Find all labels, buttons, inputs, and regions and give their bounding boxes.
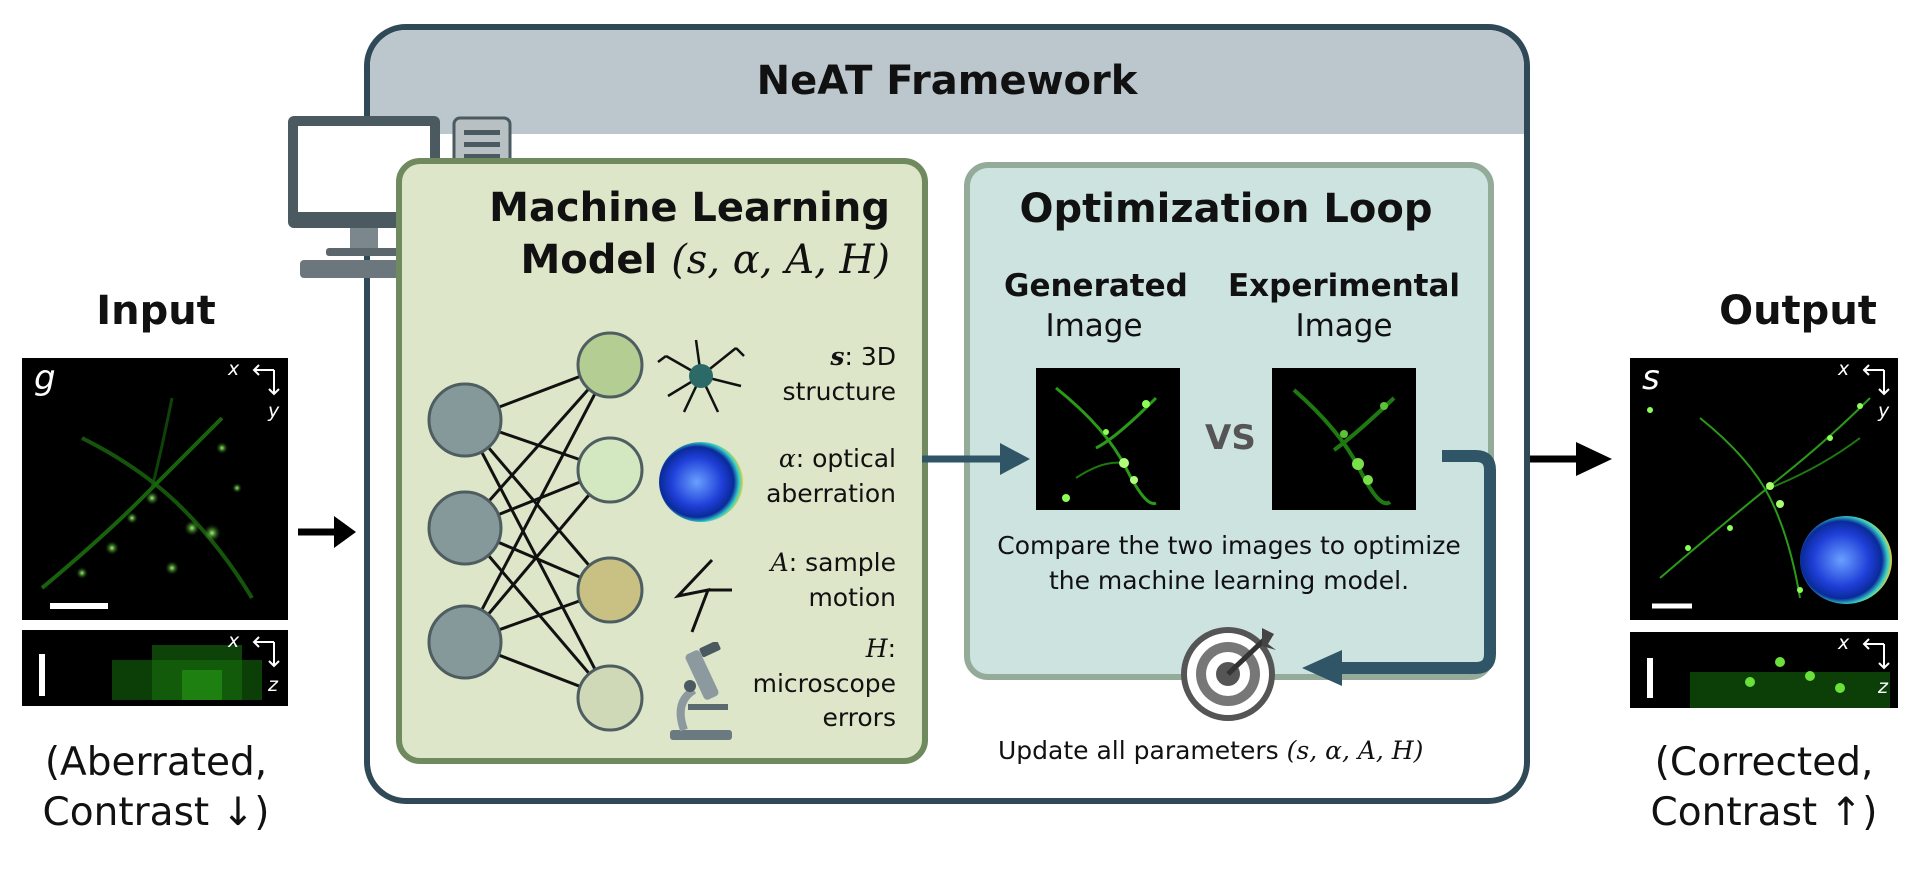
neuron-icon (657, 339, 745, 413)
update-parameters-label: Update all parameters (s, α, A, H) (998, 736, 1423, 765)
neural-network-diagram (427, 331, 644, 732)
nn-input-node-3 (427, 604, 503, 680)
optimization-title: Optimization Loop (1019, 186, 1433, 232)
param-alpha-label: α: optical aberration (730, 442, 896, 511)
experimental-image (1272, 368, 1416, 510)
optimization-description: Compare the two images to optimize the m… (964, 528, 1494, 598)
generated-neuron-image (1055, 386, 1158, 506)
param-h-line3: errors (822, 703, 896, 732)
output-aberration-sphere (1800, 516, 1892, 604)
output-caption: (Corrected, Contrast ↑) (1614, 738, 1914, 838)
param-s-label: s: 3D structure (730, 340, 896, 409)
input-panel-letter: g (34, 358, 56, 398)
param-h-line2: microscope (752, 668, 896, 698)
param-a-line1: : sample (788, 548, 896, 577)
experimental-bold: Experimental (1227, 268, 1461, 304)
nn-output-node-s (576, 331, 644, 399)
generated-bold: Generated (1004, 268, 1188, 304)
target-icon (1181, 627, 1276, 721)
param-s-line1: : 3D (844, 342, 896, 371)
input-caption-line2: Contrast ↓) (42, 789, 270, 835)
nn-input-node-2 (427, 490, 503, 566)
param-alpha-symbol: α (778, 444, 796, 473)
generated-image-label: Generated Image (1004, 266, 1188, 347)
input-xz-image: x z (22, 630, 288, 706)
output-xy-image: s x y (1630, 358, 1898, 620)
experimental-image-label: Experimental Image (1222, 266, 1466, 347)
vs-label: VS (1205, 418, 1256, 458)
nn-output-node-h (576, 664, 644, 732)
param-a-symbol: A (770, 548, 789, 577)
input-title: Input (96, 288, 216, 334)
ml-title-line2: Model (s, α, A, H) (480, 234, 891, 286)
output-arrow-head (1576, 442, 1612, 476)
nn-output-node-a (576, 556, 644, 624)
ml-model-title: Machine Learning Model (s, α, A, H) (480, 182, 890, 286)
input-xz-blur-image (39, 636, 280, 700)
output-xz-image-content (1647, 638, 1890, 708)
input-axis-x-top: x (228, 358, 240, 380)
ml-title-model-text: Model (520, 237, 672, 283)
output-caption-line2: Contrast ↑) (1650, 789, 1878, 835)
param-s-line2: structure (782, 376, 896, 406)
ml-title-line1: Machine Learning (489, 185, 890, 231)
experimental-neuron-image (1292, 388, 1396, 506)
ml-title-params-math: (s, α, A, H) (671, 237, 890, 283)
param-h-label: H: microscope errors (730, 632, 896, 736)
output-title: Output (1719, 288, 1877, 334)
opt-desc-line2: the machine learning model. (1048, 566, 1410, 595)
param-alpha-line2: aberration (766, 478, 896, 508)
param-a-label: A: sample motion (730, 546, 896, 615)
framework-title: NeAT Framework (756, 58, 1138, 104)
output-caption-line1: (Corrected, (1654, 740, 1874, 785)
output-axis-z-bottom: z (1878, 676, 1888, 698)
input-axis-z-bottom: z (268, 674, 278, 696)
update-math: (s, α, A, H) (1286, 736, 1424, 765)
input-neuron-filament-image (40, 364, 280, 609)
input-xy-image: g x y (22, 358, 288, 620)
output-panel-letter: s (1642, 358, 1660, 398)
param-h-symbol: H (865, 634, 888, 663)
microscope-icon (670, 642, 732, 740)
opt-desc-line1: Compare the two images to optimize (997, 531, 1461, 560)
framework-header (370, 30, 1524, 134)
param-a-line2: motion (808, 582, 896, 612)
input-arrow-head (334, 516, 356, 548)
output-axis-y-top: y (1878, 400, 1890, 422)
input-caption-line1: (Aberrated, (44, 740, 268, 785)
generated-image (1036, 368, 1180, 510)
output-xz-image: x z (1630, 632, 1898, 708)
param-h-line1: : (887, 634, 896, 663)
experimental-sub: Image (1295, 308, 1393, 345)
nn-input-node-1 (427, 382, 503, 458)
output-axis-x-bottom: x (1838, 632, 1850, 654)
param-s-symbol: s (830, 342, 845, 371)
generated-sub: Image (1045, 308, 1143, 345)
nn-output-node-alpha (576, 436, 644, 504)
input-axis-x-bottom: x (228, 630, 240, 652)
aberration-sphere-icon (659, 442, 743, 522)
output-neuron-filament-image (1647, 364, 1892, 609)
output-axis-x-top: x (1838, 358, 1850, 380)
input-caption: (Aberrated, Contrast ↓) (6, 738, 306, 838)
input-axis-y-top: y (268, 400, 280, 422)
param-alpha-line1: : optical (795, 444, 896, 473)
update-text: Update all parameters (998, 736, 1287, 765)
motion-zigzag-icon (673, 558, 732, 633)
